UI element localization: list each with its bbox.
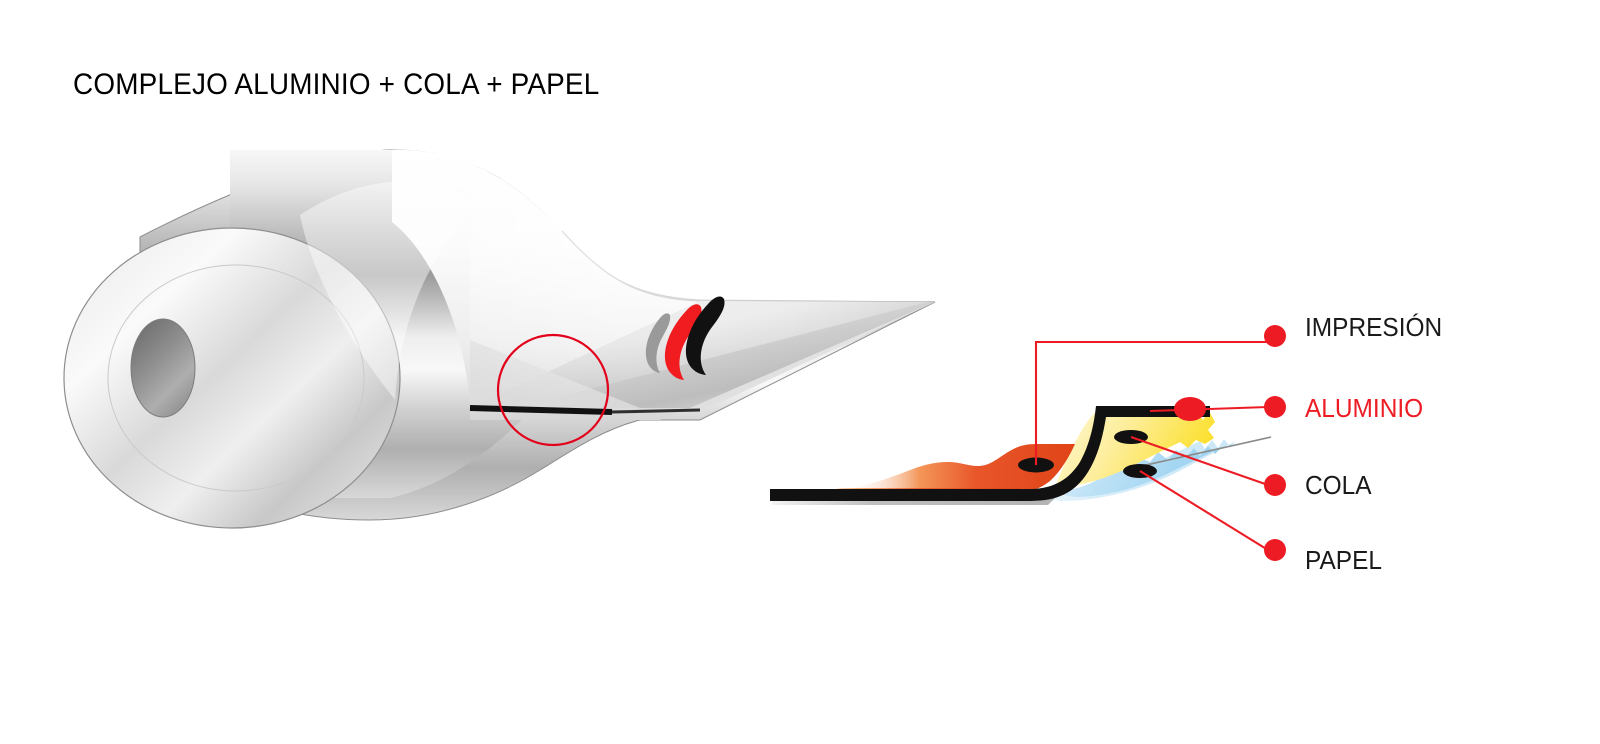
sheet-perspective-edge [1123,436,1272,471]
leader-line-cola [1130,436,1269,486]
legend-dot-impresion[interactable] [1264,325,1286,347]
page-title: COMPLEJO ALUMINIO + COLA + PAPEL [73,68,600,101]
layer-impresion [840,444,1075,492]
detail-highlight-circle [496,333,610,447]
leader-line-papel [1139,470,1269,551]
leader-line-aluminio [1149,405,1269,413]
layer-papel-body [1040,439,1236,501]
legend-dot-papel[interactable] [1264,539,1286,561]
leader-line-impresion [1034,340,1268,465]
legend-label-impresion[interactable]: IMPRESIÓN [1305,312,1443,342]
legend-label-papel[interactable]: PAPEL [1305,545,1382,575]
flame-red-icon [664,304,702,380]
roll-end-face-inner-ring [107,264,365,492]
printed-logo [645,296,725,380]
core-hole [130,318,196,418]
legend-dot-aluminio[interactable] [1264,396,1286,418]
roll-end-face [63,227,401,529]
legend-label-cola[interactable]: COLA [1305,470,1372,500]
legend-label-aluminio[interactable]: ALUMINIO [1305,393,1424,423]
legend-dot-cola[interactable] [1264,474,1286,496]
roll-highlight-band [300,181,480,400]
flame-black-icon [685,296,725,375]
aluminium-edge-line [469,405,613,415]
marker-aluminio [1174,397,1206,421]
web-sheen [470,170,935,420]
aluminium-band-shadow [772,498,1055,505]
layer-aluminio [770,406,1210,501]
flame-grey-icon [645,313,671,373]
aluminium-edge-line-taper [611,408,701,414]
